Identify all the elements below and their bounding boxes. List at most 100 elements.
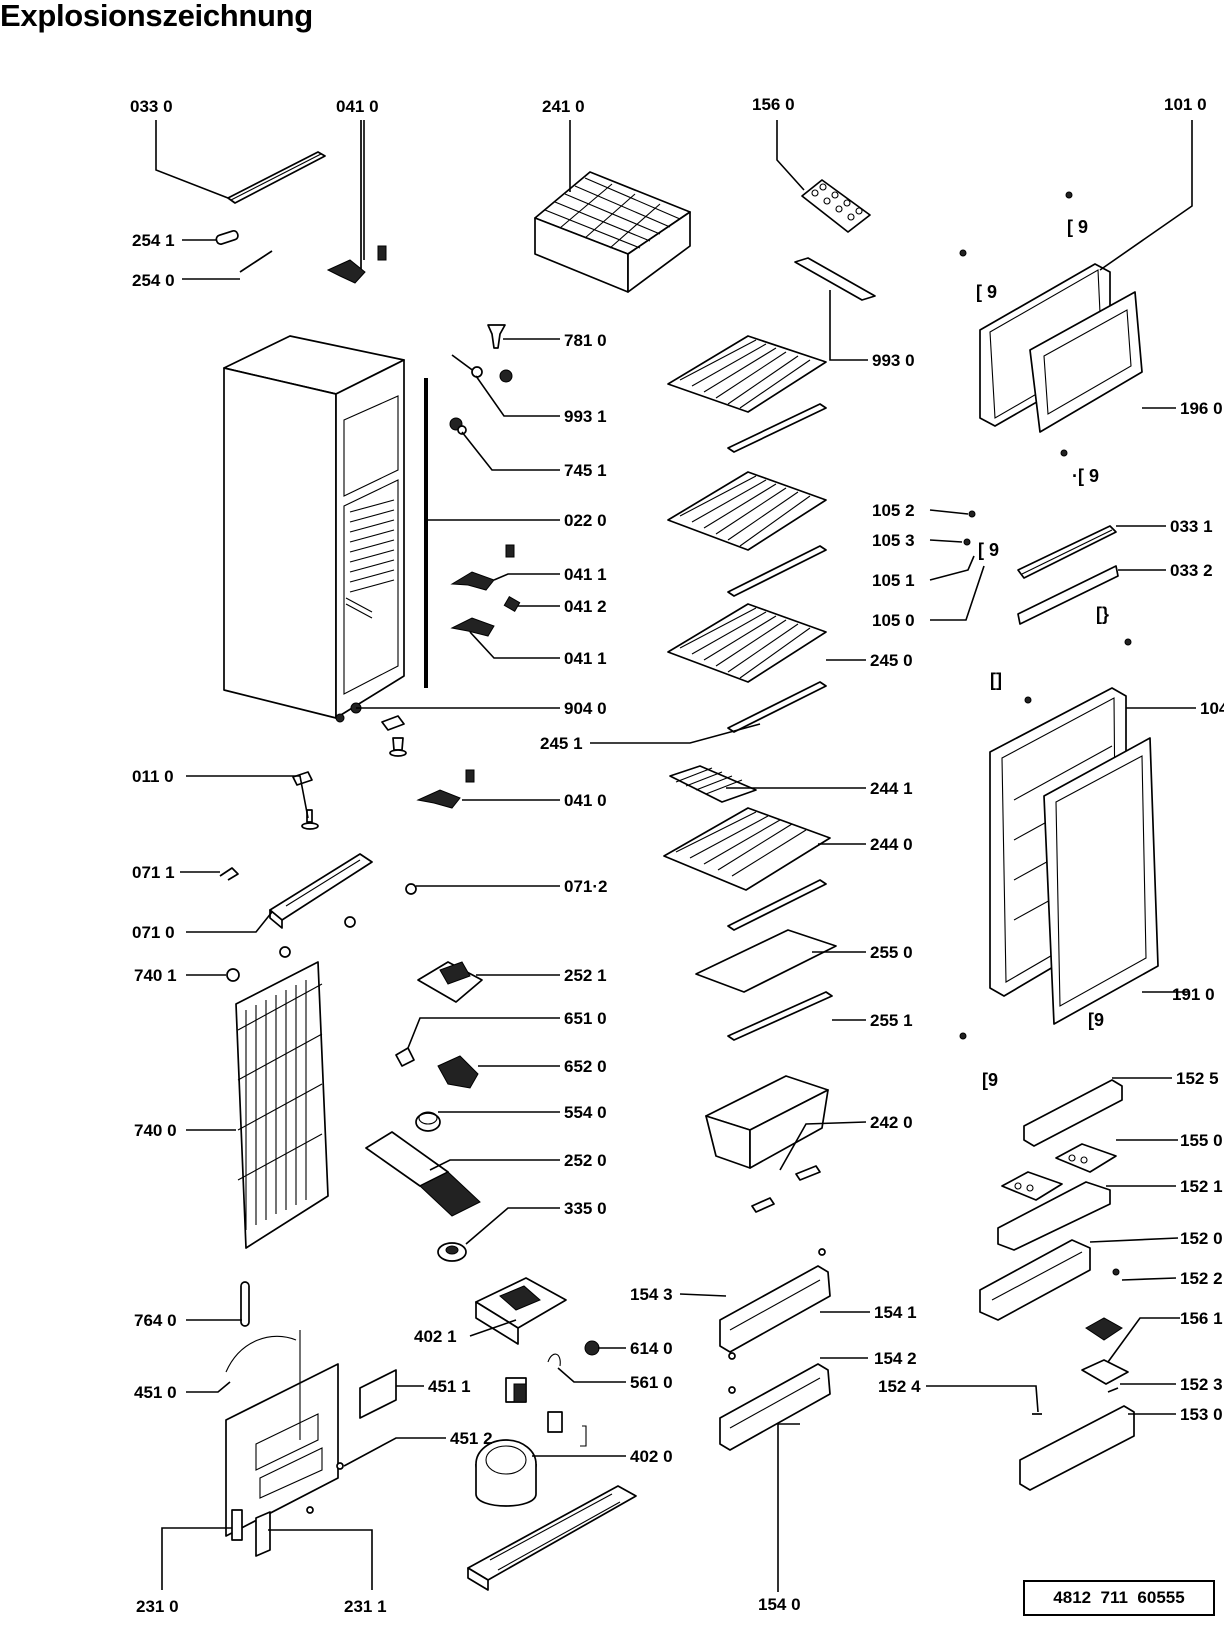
label-033-1: 033 1 [1170,517,1213,536]
part-764-0-filter-drier [240,1281,250,1327]
part-554-0-spring [415,1111,441,1132]
part-254-0-pin [239,250,273,273]
part-152-1-door-shelf [997,1181,1111,1251]
part-cabinet-body [223,335,405,719]
freezer-door-hardware: [ 9 [ 9 ·[ 9 [959,191,1099,486]
part-152-0-door-shelf [979,1239,1091,1321]
part-153-0-bottle-shelf [1019,1405,1135,1491]
label-231-1: 231 1 [344,1597,387,1616]
part-033-2-trim [1017,565,1119,625]
label-156-1: 156 1 [1180,1309,1223,1328]
label-231-0: 231 0 [136,1597,179,1616]
label-105-2: 105 2 [872,501,915,520]
label-022-0: 022 0 [564,511,607,530]
label-156-0: 156 0 [752,95,795,114]
part-993-0-cover-strip [794,257,876,301]
label-402-1: 402 1 [414,1327,457,1346]
part-245-0-shelf-2 [667,471,827,597]
fridge-door-hardware: [} [] [9 [9 [959,604,1132,1090]
label-451-2: 451 2 [450,1429,493,1448]
part-993-1-lamp [451,354,513,383]
label-071-2: 071·2 [564,877,607,896]
label-451-1: 451 1 [428,1377,471,1396]
part-196-0-freezer-gasket [1029,291,1143,433]
label-252-1: 252 1 [564,966,607,985]
leader-lines [155,120,1196,1592]
label-105-3: 105 3 [872,531,915,550]
document-code: 4812 711 60555 [1023,1580,1215,1616]
label-254-1: 254 1 [132,231,175,250]
part-244-0-shelf-frame [663,807,831,931]
part-labels: 033 0 041 0 241 0 156 0 101 0 254 1 254 … [130,95,1224,1616]
label-255-0: 255 0 [870,943,913,962]
label-993-1: 993 1 [564,407,607,426]
label-033-0: 033 0 [130,97,173,116]
part-156-0-ice-tray [801,179,871,233]
part-904-0-feet [335,702,407,757]
part-011-0-foot [292,771,319,830]
label-244-1: 244 1 [870,779,913,798]
label-041-0: 041 0 [336,97,379,116]
part-105-hinge-assembly: [ 9 [963,510,999,560]
label-041-1-a: 041 1 [564,565,607,584]
part-652-0-thermostat [437,1055,479,1089]
part-155-0-egg-trays [1001,1143,1117,1201]
part-402-0-compressor [475,1439,537,1507]
label-101-0: 101 0 [1164,95,1207,114]
part-relay-blocks [505,1377,587,1447]
svg-text:[9: [9 [982,1070,998,1090]
label-196-0: 196 0 [1180,399,1223,418]
label-155-0: 155 0 [1180,1131,1223,1150]
label-254-0: 254 0 [132,271,175,290]
label-191-0: 191 0 [1172,985,1215,1004]
label-244-0: 244 0 [870,835,913,854]
label-993-0: 993 0 [872,351,915,370]
part-154-1-door-bin [719,1248,831,1353]
label-781-0: 781 0 [564,331,607,350]
label-335-0: 335 0 [564,1199,607,1218]
page-title: Explosionszeichnung [0,0,313,33]
part-071-1-clip [219,867,239,881]
label-904-0: 904 0 [564,699,607,718]
label-554-0: 554 0 [564,1103,607,1122]
svg-text:[9: [9 [1088,1010,1104,1030]
part-451-1-plate [359,1369,397,1419]
part-255-1-shelf-trim [727,991,833,1041]
label-614-0: 614 0 [630,1339,673,1358]
label-033-2: 033 2 [1170,561,1213,580]
part-252-1-thermostat-cover [417,961,483,1003]
label-105-1: 105 1 [872,571,915,590]
label-154-3: 154 3 [630,1285,673,1304]
part-242-0-crisper-drawer [705,1075,829,1213]
label-740-1: 740 1 [134,966,177,985]
part-033-0-top-strip [227,151,326,204]
part-254-1-clip [215,229,239,245]
part-071-2-plug [405,883,417,895]
label-105-0: 105 0 [872,611,915,630]
part-152-3-pin [1107,1387,1119,1393]
label-154-2: 154 2 [874,1349,917,1368]
label-152-5: 152 5 [1176,1069,1219,1088]
svg-text:[}: [} [1096,604,1109,624]
part-191-0-fridge-gasket [1043,737,1159,1025]
part-245-0-shelf-3 [667,603,827,733]
part-781-0-knob [487,324,506,349]
part-231-1-bracket [255,1511,271,1557]
label-242-0: 242 0 [870,1113,913,1132]
part-041-2-bracket [503,595,521,613]
label-071-1: 071 1 [132,863,175,882]
part-041-0-top-hinge [326,120,387,284]
part-compressor-base-plate [467,1485,637,1591]
part-041-1-hinge-upper [450,544,515,591]
part-451-2-screw [336,1462,344,1470]
svg-text:[ 9: [ 9 [976,282,997,302]
part-335-0-knob [437,1242,467,1262]
part-252-0-control-housing [365,1131,481,1217]
label-104-0: 104 0 [1200,699,1224,718]
part-245-0-shelf-1 [667,335,827,453]
label-402-0: 402 0 [630,1447,673,1466]
label-152-3: 152 3 [1180,1375,1223,1394]
label-252-0: 252 0 [564,1151,607,1170]
part-614-0-grommet [584,1340,600,1356]
